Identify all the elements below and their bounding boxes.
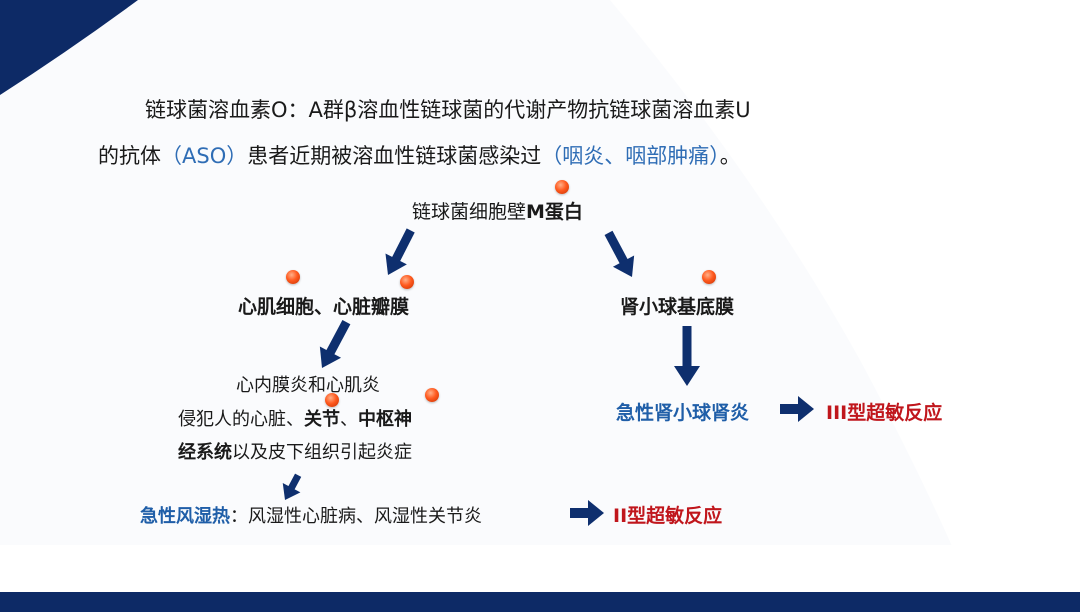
bottom-bar: [0, 592, 1080, 612]
arrow-down-icon: [282, 473, 302, 500]
arrow-right-icon: [780, 396, 814, 422]
effects-line-2: 侵犯人的心脏、关节、中枢神: [178, 405, 412, 431]
cns-label-start: 中枢神: [358, 409, 412, 430]
bullet-dot-icon: [325, 393, 339, 407]
bottom-result: 急性风湿热：风湿性心脏病、风湿性关节炎: [140, 502, 482, 528]
effects-line-1: 心内膜炎和心肌炎: [236, 375, 380, 396]
intro-line-2: 的抗体（ASO）患者近期被溶血性链球菌感染过（咽炎、咽部肿痛）。: [98, 140, 741, 170]
symptom-label: （咽炎、咽部肿痛）: [541, 144, 720, 168]
arrow-right-icon: [570, 500, 604, 526]
aso-label: （ASO）: [161, 144, 248, 168]
bullet-dot-icon: [286, 270, 300, 284]
top-node-plain: 链球菌细胞壁: [412, 201, 527, 223]
arrow-down-icon: [385, 228, 415, 275]
bullet-dot-icon: [702, 270, 716, 284]
effects-sep: 、: [340, 409, 358, 430]
bottom-sep: ：: [230, 506, 248, 527]
effects-text: 侵犯人的心脏、: [178, 409, 304, 430]
top-node: 链球菌细胞壁M蛋白: [412, 197, 583, 224]
effects-text: 以及皮下组织引起炎症: [232, 442, 412, 463]
type-ii-hypersensitivity: II型超敏反应: [613, 505, 723, 527]
cns-label-end: 经系统: [178, 442, 232, 463]
intro-line-1: 链球菌溶血素O：A群β溶血性链球菌的代谢产物抗链球菌溶血素U: [145, 98, 751, 122]
background-curve: [610, 0, 1080, 612]
right-node: 肾小球基底膜: [620, 296, 735, 318]
left-node: 心肌细胞、心脏瓣膜: [238, 296, 410, 318]
type-iii-hypersensitivity: III型超敏反应: [826, 402, 943, 424]
top-left-corner-shape: [0, 0, 138, 95]
bullet-dot-icon: [555, 180, 569, 194]
intro-period: 。: [719, 144, 741, 168]
intro-text: 患者近期被溶血性链球菌感染过: [247, 144, 542, 168]
rheumatic-detail: 风湿性心脏病、风湿性关节炎: [248, 506, 482, 527]
bullet-dot-icon: [400, 275, 414, 289]
effects-line-3: 经系统以及皮下组织引起炎症: [178, 438, 412, 464]
arrow-down-icon: [319, 319, 351, 368]
intro-text: 的抗体: [98, 144, 161, 168]
arrow-down-icon: [674, 326, 700, 386]
arrow-down-icon: [604, 230, 635, 277]
top-node-bold: M蛋白: [526, 201, 583, 223]
bullet-dot-icon: [425, 388, 439, 402]
acute-glomerulonephritis: 急性肾小球肾炎: [616, 402, 750, 424]
acute-rheumatic-fever: 急性风湿热: [140, 506, 230, 527]
joint-label: 关节: [304, 409, 340, 430]
